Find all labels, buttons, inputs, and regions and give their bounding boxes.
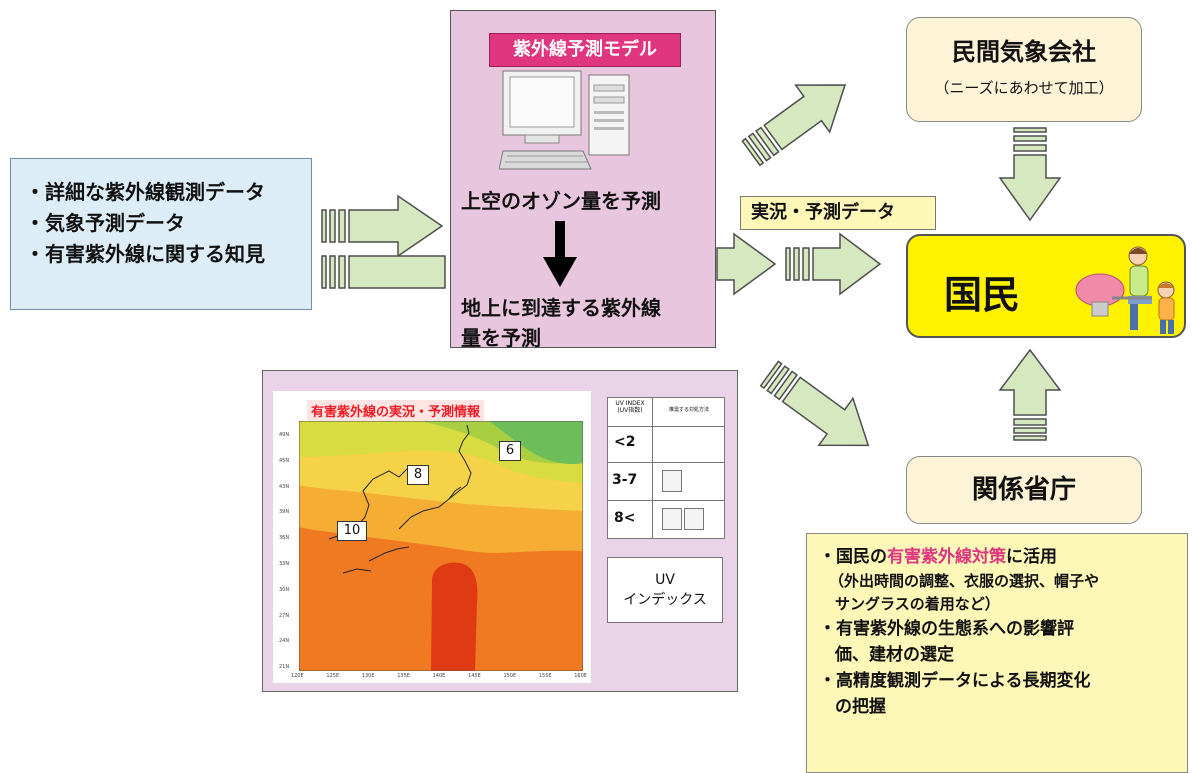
uv-model-box: 紫外線予測モデル 上空のオゾン量を予測 地上に到達する紫外線 量を予測 (450, 10, 716, 350)
lat-label: 24N (279, 638, 290, 645)
uv-index-legend: UV INDEX (UV指数) 推奨する対処方法 <2 3-7 8< (607, 397, 725, 539)
lon-label: 125E (326, 673, 340, 679)
public-box: 国民 (906, 234, 1186, 338)
lat-label: 45N (279, 457, 290, 464)
legend-row-value: 8< (614, 510, 636, 526)
uses-line-2a: ・有害紫外線の生態系への影響評 (819, 619, 1074, 639)
uses-line-3b: の把握 (835, 697, 886, 717)
ground-uv-forecast-text: 地上に到達する紫外線 量を予測 (461, 293, 661, 353)
lon-label: 160E (574, 673, 587, 679)
ground-text-line: 量を予測 (461, 326, 541, 350)
input-line: ・気象予測データ (25, 211, 185, 235)
uses-line-1: ・国民の有害紫外線対策に活用 (819, 544, 1187, 570)
down-arrow-icon (543, 221, 577, 287)
legend-header: UV INDEX (UV指数) 推奨する対処方法 (608, 398, 724, 427)
model-title: 紫外線予測モデル (489, 33, 681, 67)
lon-label: 150E (503, 673, 517, 679)
lon-label: 130E (361, 673, 375, 679)
lon-label: 145E (468, 673, 481, 679)
legend-header-right: 推奨する対処方法 (668, 407, 709, 413)
input-line: ・有害紫外線に関する知見 (25, 242, 265, 266)
lat-label: 49N (279, 432, 290, 438)
public-label: 国民 (944, 273, 1021, 317)
legend-divider (652, 398, 653, 538)
lat-label: 43N (279, 483, 290, 490)
company-note: （ニーズにあわせて加工） (934, 79, 1114, 97)
lat-label: 30N (279, 586, 290, 593)
contour-label: 8 (407, 465, 429, 485)
legend-row: <2 (608, 426, 724, 463)
arrow-model-to-data (716, 232, 777, 296)
longitude-labels: 120E 125E 130E 135E 140E 145E 150E 155E … (291, 673, 587, 679)
computer-icon (499, 70, 630, 170)
arrow-model-to-ministry (759, 360, 870, 447)
ministries-box: 関係省庁 (906, 456, 1142, 524)
lat-label: 36N (279, 535, 290, 542)
uses-sub-1: （外出時間の調整、衣服の選択、帽子や (829, 572, 1100, 590)
input-line: ・詳細な紫外線観測データ (25, 180, 265, 204)
uv-index-line: インデックス (623, 592, 707, 608)
ozone-forecast-text: 上空のオゾン量を予測 (461, 189, 661, 213)
lat-label: 27N (279, 612, 290, 619)
arrow-input-to-model-upper (321, 194, 444, 258)
data-label: 実況・予測データ (740, 196, 936, 230)
contour-label: 6 (499, 441, 521, 461)
uses-highlight: 有害紫外線対策 (887, 547, 1006, 567)
legend-row-value: <2 (614, 434, 636, 450)
legend-header-left: UV INDEX (UV指数) (615, 400, 645, 414)
weather-company-box: 民間気象会社 （ニーズにあわせて加工） (906, 17, 1142, 122)
uses-line-1-pre: ・国民の (819, 547, 887, 567)
uses-box: ・国民の有害紫外線対策に活用 （外出時間の調整、衣服の選択、帽子や サングラスの… (806, 533, 1188, 773)
hat-icon (662, 470, 682, 492)
lon-label: 120E (291, 673, 304, 679)
uses-line-2b: 価、建材の選定 (835, 645, 954, 665)
arrow-ministry-to-public (998, 348, 1062, 441)
arrow-input-to-model-lower (321, 255, 446, 289)
arrow-company-to-public (998, 127, 1062, 222)
lon-label: 135E (397, 673, 410, 679)
arrow-data-to-public (785, 232, 882, 296)
legend-row-value: 3-7 (612, 472, 638, 488)
legend-row: 8< (608, 500, 724, 538)
arrow-model-to-company (741, 84, 847, 167)
latitude-labels: 49N 45N 43N 39N 36N 33N 30N 27N 24N 21N (279, 423, 297, 681)
ground-text-line: 地上に到達する紫外線 (461, 296, 661, 320)
uses-line-3a: ・高精度観測データによる長期変化 (819, 671, 1091, 691)
family-illustration-icon (1075, 246, 1175, 334)
uses-sub-2: サングラスの着用など） (835, 595, 1000, 613)
uv-index-line: UV (655, 572, 675, 588)
map-title: 有害紫外線の実況・予測情報 (307, 400, 485, 421)
lat-label: 21N (279, 664, 290, 671)
legend-row: 3-7 (608, 462, 724, 501)
lat-label: 33N (279, 560, 290, 567)
uv-contour-map (299, 421, 583, 671)
uv-map-panel: 有害紫外線の実況・予測情報 (262, 370, 738, 692)
uv-forecast-map: 有害紫外線の実況・予測情報 (273, 391, 591, 683)
uv-index-box: UV インデックス (607, 557, 723, 623)
lon-label: 155E (538, 673, 552, 679)
input-data-box: ・詳細な紫外線観測データ ・気象予測データ ・有害紫外線に関する知見 (10, 158, 312, 310)
lon-label: 140E (432, 673, 446, 679)
uses-line-1-post: に活用 (1006, 547, 1057, 567)
house-icon (684, 508, 704, 530)
hat-icon (662, 508, 682, 530)
company-name: 民間気象会社 (952, 38, 1096, 66)
lat-label: 39N (279, 509, 290, 516)
contour-label: 10 (337, 521, 367, 541)
